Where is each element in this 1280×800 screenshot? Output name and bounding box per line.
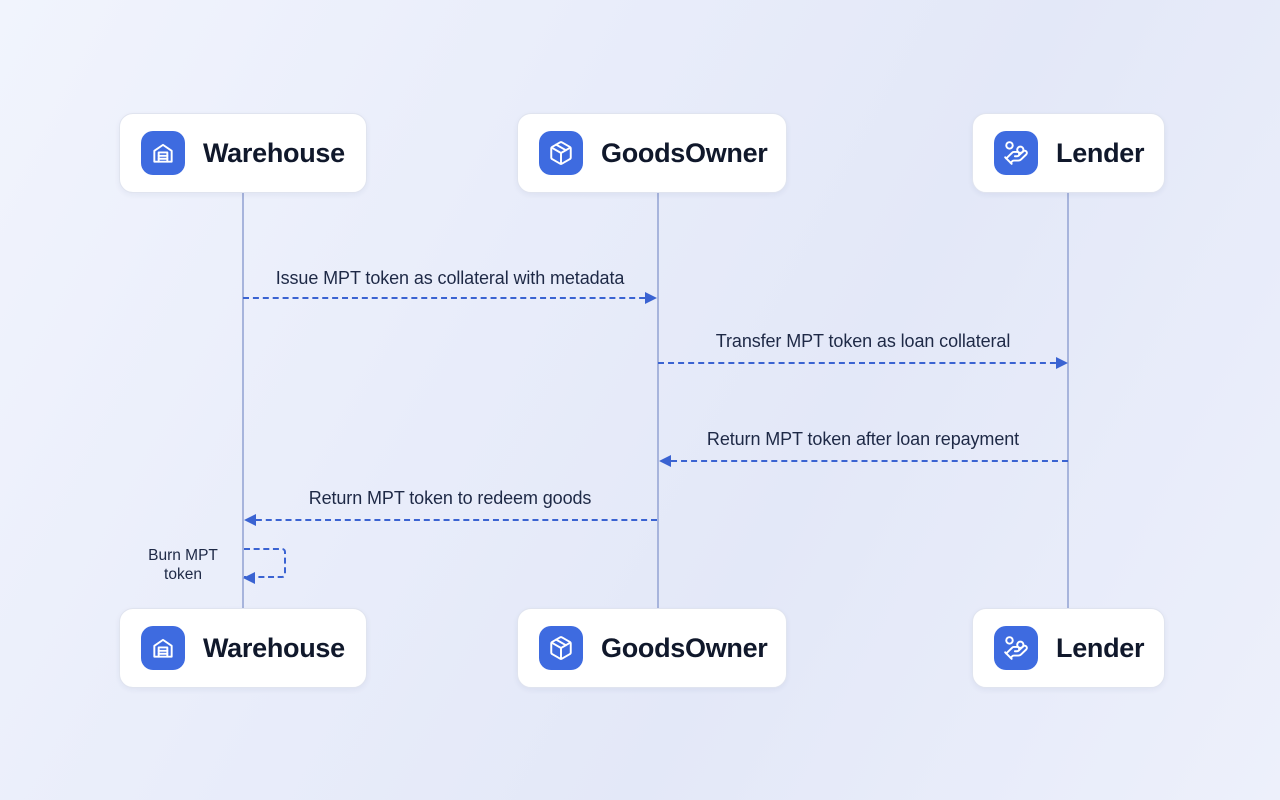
message-label-transfer-mpt: Transfer MPT token as loan collateral xyxy=(715,331,1011,351)
warehouse-icon xyxy=(141,626,185,670)
message-arrow-transfer-mpt xyxy=(658,357,1068,369)
hand-coins-icon xyxy=(994,131,1038,175)
message-label-issue-mpt: Issue MPT token as collateral with metad… xyxy=(275,268,625,288)
actor-card-warehouse-top: Warehouse xyxy=(119,113,367,193)
actor-card-lender-bottom: Lender xyxy=(972,608,1165,688)
message-arrow-return-redeem-goods xyxy=(244,514,657,526)
message-arrow-return-after-repayment xyxy=(659,455,1068,467)
message-arrow-issue-mpt xyxy=(243,292,657,304)
actor-label: Lender xyxy=(1056,632,1145,663)
arrowhead-right-icon xyxy=(645,292,657,304)
actor-label: Warehouse xyxy=(203,632,345,663)
message-label-burn-mpt: Burn MPT token xyxy=(148,547,218,583)
lifeline-warehouse xyxy=(242,193,244,608)
actor-card-lender-top: Lender xyxy=(972,113,1165,193)
arrowhead-right-icon xyxy=(1056,357,1068,369)
actor-label: Warehouse xyxy=(203,137,345,168)
arrowhead-left-icon xyxy=(244,514,256,526)
warehouse-icon xyxy=(141,131,185,175)
actor-label: GoodsOwner xyxy=(601,632,768,663)
lifeline-goodsowner xyxy=(657,193,659,608)
arrowhead-left-icon xyxy=(659,455,671,467)
lifeline-lender xyxy=(1067,193,1069,608)
actor-card-warehouse-bottom: Warehouse xyxy=(119,608,367,688)
package-icon xyxy=(539,626,583,670)
message-label-return-after-repayment: Return MPT token after loan repayment xyxy=(706,429,1020,449)
message-label-return-redeem-goods: Return MPT token to redeem goods xyxy=(308,488,592,508)
package-icon xyxy=(539,131,583,175)
actor-label: GoodsOwner xyxy=(601,137,768,168)
message-self-loop-burn-mpt xyxy=(243,548,286,584)
actor-card-goodsowner-top: GoodsOwner xyxy=(517,113,787,193)
actor-card-goodsowner-bottom: GoodsOwner xyxy=(517,608,787,688)
hand-coins-icon xyxy=(994,626,1038,670)
actor-label: Lender xyxy=(1056,137,1145,168)
arrowhead-left-icon xyxy=(243,572,255,584)
